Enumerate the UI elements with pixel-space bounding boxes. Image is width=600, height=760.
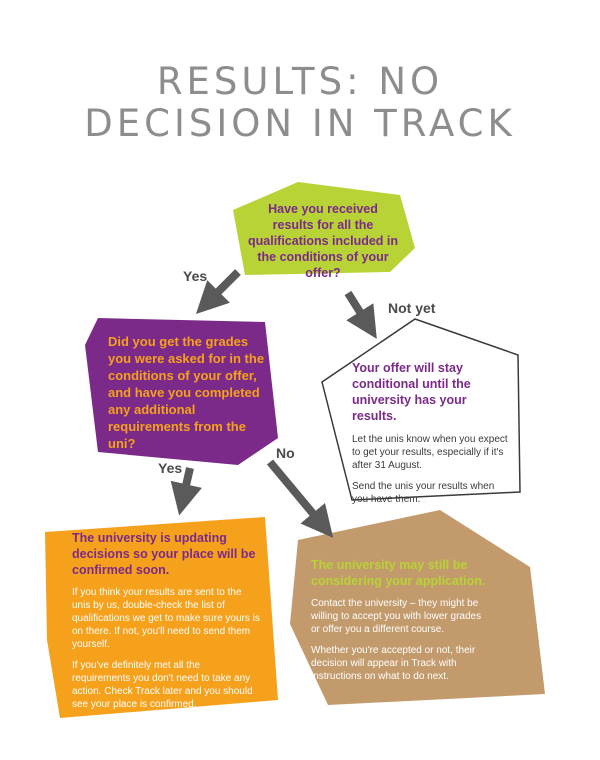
question-1-shape — [233, 182, 415, 275]
outcome-considering-heading: The university may still be considering … — [311, 558, 486, 588]
outcome-conditional-para-1: Let the unis know when you expect to get… — [352, 434, 508, 471]
outcome-conditional-para-2: Send the unis your results when you have… — [352, 481, 495, 505]
outcome-considering-para-2: Whether you're accepted or not, their de… — [311, 645, 476, 682]
arrow-q2-yes — [170, 467, 202, 516]
edge-label-q1-yes: Yes — [183, 268, 208, 284]
outcome-confirmed-para-1: If you think your results are sent to th… — [72, 587, 260, 650]
outcome-considering-para-1: Contact the university – they might be w… — [311, 598, 482, 635]
outcome-conditional: Your offer will stay conditional until t… — [352, 360, 512, 514]
question-1-text: Have you received results for all the qu… — [248, 202, 399, 280]
outcome-considering-shape — [290, 510, 545, 705]
outcome-conditional-shape — [321, 318, 521, 501]
edge-label-q2-no: No — [276, 445, 295, 461]
page-title-line-1: RESULTS: NO — [156, 60, 444, 103]
outcome-conditional-heading: Your offer will stay conditional until t… — [352, 361, 471, 423]
outcome-confirmed-para-2: If you've definitely met all the require… — [72, 660, 253, 710]
arrow-q2-no — [266, 459, 334, 538]
edge-label-q2-yes: Yes — [158, 460, 183, 476]
arrow-q1-not-yet — [344, 290, 377, 339]
arrow-q1-yes — [195, 269, 241, 315]
outcome-confirmed-heading: The university is updating decisions so … — [72, 531, 256, 577]
question-2-text: Did you get the grades you were asked fo… — [108, 334, 265, 451]
outcome-confirmed: The university is updating decisions so … — [72, 530, 260, 719]
outcome-confirmed-shape — [45, 517, 278, 718]
question-2: Did you get the grades you were asked fo… — [108, 333, 266, 452]
outcome-considering: The university may still be considering … — [311, 557, 491, 691]
question-2-shape — [85, 318, 278, 465]
question-1: Have you received results for all the qu… — [248, 201, 398, 281]
page-title-line-2: DECISION IN TRACK — [84, 102, 516, 145]
edge-label-q1-not-yet: Not yet — [388, 300, 436, 316]
